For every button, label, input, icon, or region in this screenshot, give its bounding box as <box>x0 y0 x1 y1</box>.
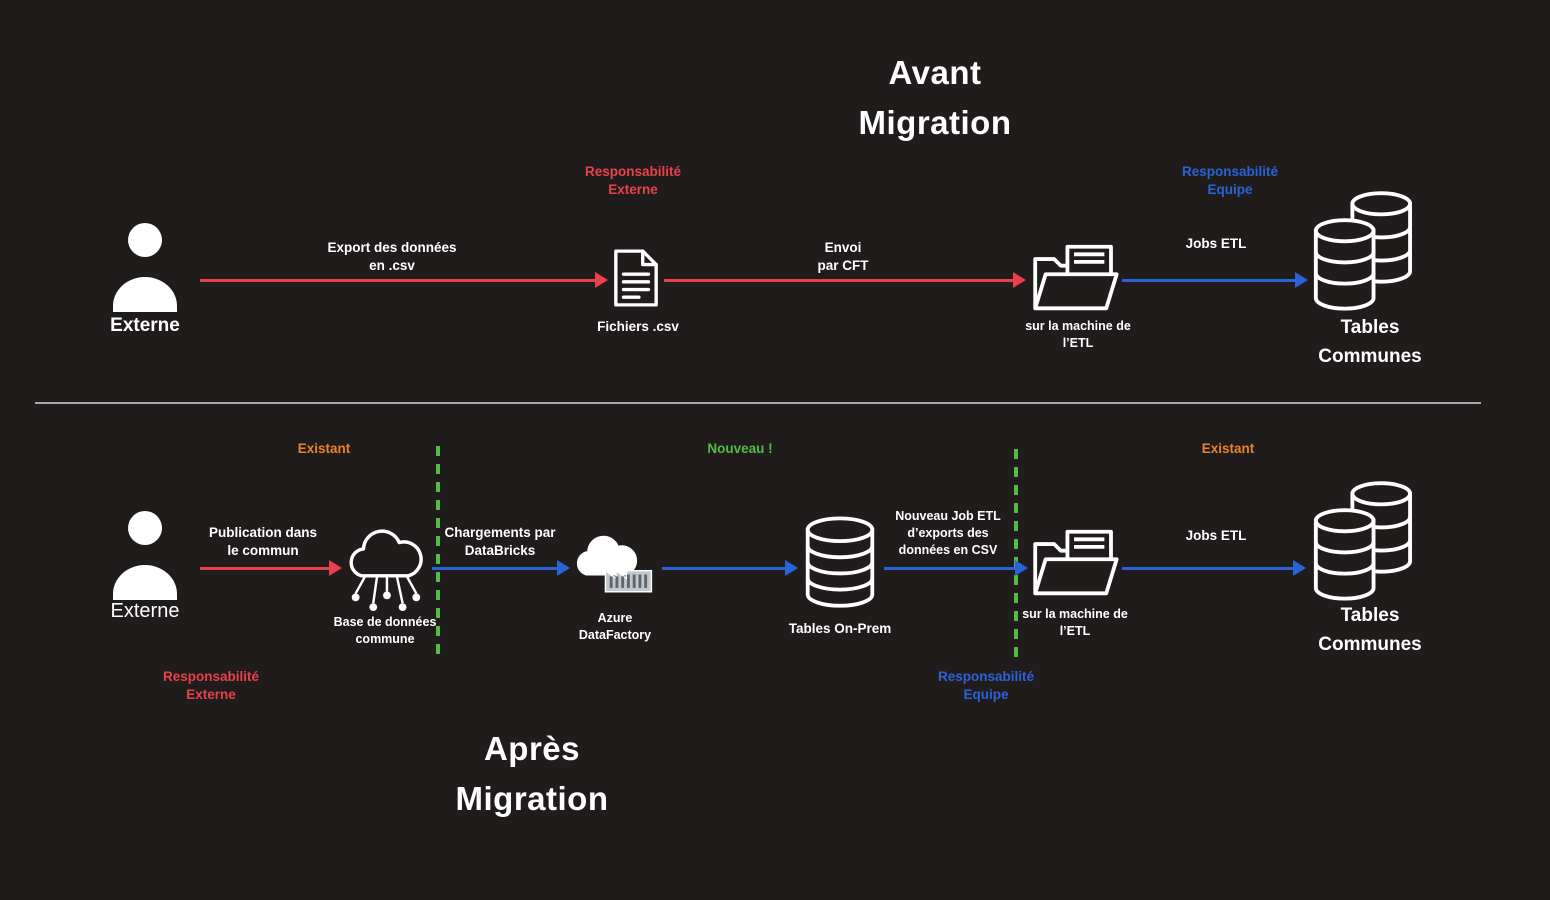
dashed-separator-right <box>1014 449 1018 658</box>
arrow-label-export-csv: Export des données en .csv <box>327 240 457 274</box>
node-label-base-commune: Base de données commune <box>333 615 437 646</box>
database-stack-icon-bottom <box>1312 476 1412 602</box>
arrow-jobs-etl-bottom <box>1122 560 1306 576</box>
person-icon-bottom <box>109 508 181 600</box>
node-label-tables-onprem: Tables On-Prem <box>788 621 892 636</box>
responsibility-externe-bottom: Responsabilité Externe <box>162 669 260 703</box>
arrow-envoi-cft <box>664 272 1026 288</box>
arrow-label-publication: Publication dans le commun <box>208 525 318 559</box>
azure-datafactory-icon <box>569 526 661 600</box>
node-label-machine-etl-top: sur la machine de l’ETL <box>1025 319 1131 350</box>
responsibility-equipe-bottom: Responsabilité Equipe <box>937 669 1035 703</box>
before-title: Avant Migration <box>858 54 1012 141</box>
arrow-label-jobs-etl-top: Jobs ETL <box>1185 236 1247 251</box>
responsibility-equipe-top: Responsabilité Equipe <box>1181 164 1279 198</box>
node-label-externe: Externe <box>110 315 180 336</box>
csv-file-icon <box>612 248 660 308</box>
person-icon <box>109 220 181 312</box>
section-divider <box>35 402 1481 404</box>
arrow-to-onprem <box>662 560 798 576</box>
arrow-label-jobs-etl-bottom: Jobs ETL <box>1185 528 1247 543</box>
arrow-nouveau-job <box>884 560 1028 576</box>
dashed-separator-left <box>436 446 440 658</box>
node-label-tables-communes-top: Tables Communes <box>1318 317 1422 367</box>
responsibility-externe-top: Responsabilité Externe <box>584 164 682 198</box>
arrow-label-nouveau-job: Nouveau Job ETL d’exports des données en… <box>895 509 1001 557</box>
node-label-externe-bottom: Externe <box>110 600 180 622</box>
node-label-fichiers-csv: Fichiers .csv <box>597 319 679 334</box>
arrow-jobs-etl-top <box>1122 272 1308 288</box>
database-stack-icon-top <box>1312 186 1412 312</box>
database-cylinder-icon <box>802 514 878 612</box>
arrow-label-chargements: Chargements par DataBricks <box>444 525 556 559</box>
annotation-existant-right: Existant <box>1201 441 1255 456</box>
annotation-existant-left: Existant <box>297 441 351 456</box>
arrow-label-envoi-cft: Envoi par CFT <box>817 240 869 274</box>
annotation-nouveau: Nouveau ! <box>707 441 773 456</box>
after-title: Après Migration <box>455 730 609 817</box>
folder-documents-icon-bottom <box>1029 527 1121 599</box>
arrow-export-csv <box>200 272 608 288</box>
cloud-database-network-icon <box>340 520 430 614</box>
node-label-azure-datafactory: Azure DataFactory <box>578 611 652 642</box>
folder-documents-icon <box>1029 242 1121 314</box>
node-label-machine-etl-bottom: sur la machine de l’ETL <box>1022 607 1128 638</box>
node-label-tables-communes-bottom: Tables Communes <box>1318 605 1422 655</box>
arrow-chargements <box>432 560 570 576</box>
arrow-publication <box>200 560 342 576</box>
